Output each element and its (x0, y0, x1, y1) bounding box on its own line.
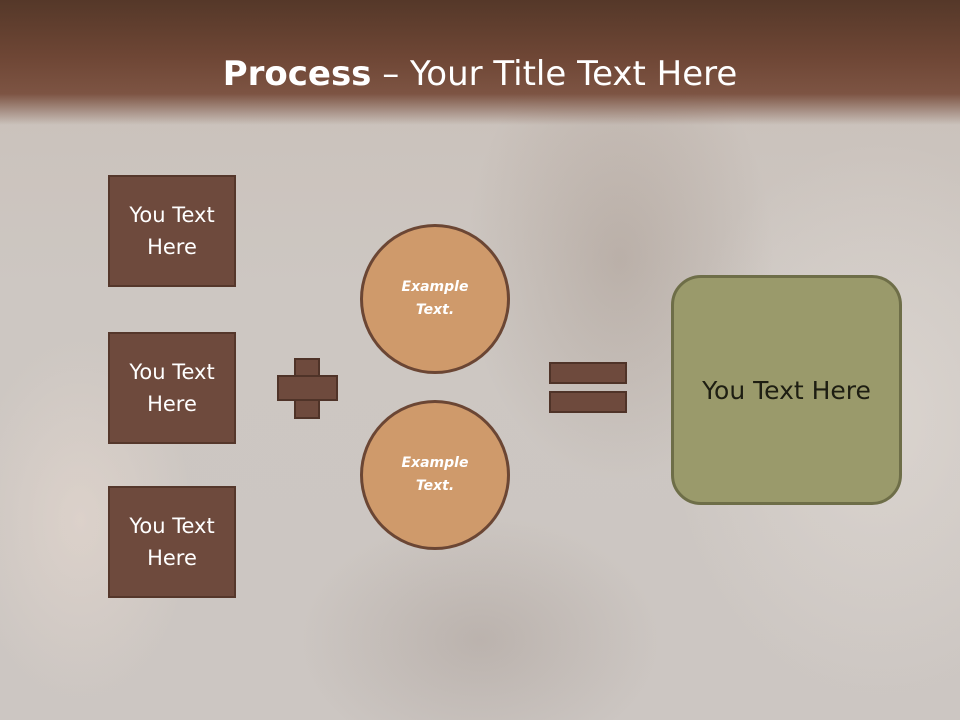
equals-icon-top-bar (549, 362, 627, 384)
example-circle-2[interactable]: Example Text. (360, 400, 510, 550)
example-circle-1-label: Example Text. (401, 279, 469, 318)
input-box-1-label: You Text Here (129, 203, 215, 259)
result-box-label: You Text Here (702, 375, 871, 405)
slide-title: Process – Your Title Text Here (0, 52, 960, 96)
plus-icon-center (296, 377, 318, 399)
example-circle-2-label: Example Text. (401, 455, 469, 494)
title-bar (0, 0, 960, 125)
input-box-3-label: You Text Here (129, 514, 215, 570)
equals-icon-bottom-bar (549, 391, 627, 413)
input-box-3[interactable]: You Text Here (108, 486, 236, 598)
input-box-1[interactable]: You Text Here (108, 175, 236, 287)
input-box-2[interactable]: You Text Here (108, 332, 236, 444)
input-box-2-label: You Text Here (129, 360, 215, 416)
example-circle-1[interactable]: Example Text. (360, 224, 510, 374)
result-box[interactable]: You Text Here (671, 275, 902, 505)
title-rest: – Your Title Text Here (371, 54, 738, 94)
title-bold: Process (222, 54, 372, 94)
